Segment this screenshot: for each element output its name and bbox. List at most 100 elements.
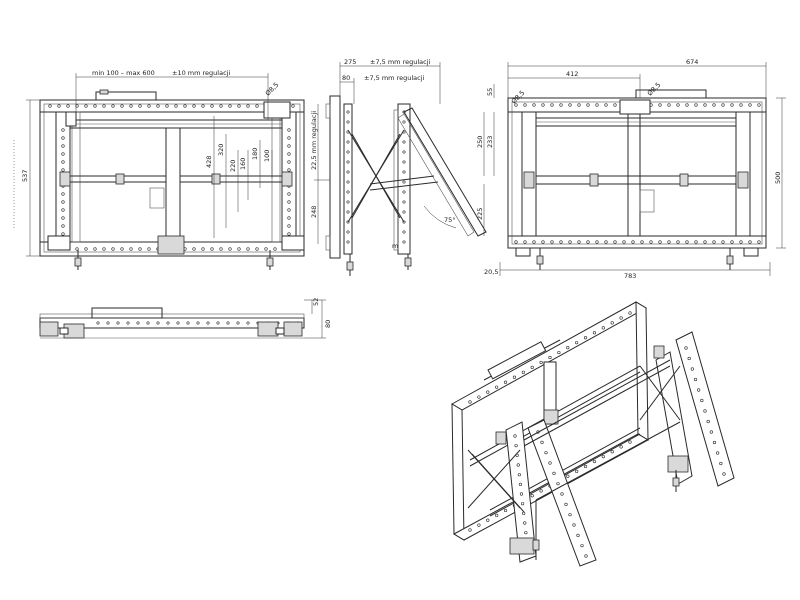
mounting-hole [521,370,525,374]
mounting-hole [237,247,241,251]
mounting-hole [287,128,291,132]
mounting-hole [93,104,97,108]
mounting-hole [236,321,240,325]
side-view: 75° m 275 ±7,5 mm regulacji 80 ±7,5 mm r… [310,58,487,276]
mounting-hole [346,230,350,234]
mounting-hole [228,104,232,108]
bottom-view: 52 80 [39,298,332,339]
mounting-hole [228,247,232,251]
mounting-hole [495,513,499,517]
mounting-hole [192,247,196,251]
mounting-hole [346,140,350,144]
mounting-hole [75,104,79,108]
mounting-hole [576,533,580,537]
mounting-hole [237,104,241,108]
mounting-hole [532,103,536,107]
mounting-hole [601,455,605,459]
mounting-hole [568,103,572,107]
isometric-view [450,301,735,567]
mounting-hole [126,321,130,325]
mounting-hole [287,152,291,156]
rear-dim-233: 233 [486,136,494,148]
mounting-hole [519,492,524,496]
mounting-hole [84,247,88,251]
mounting-hole [93,247,97,251]
rear-width-inner: 412 [566,70,578,78]
mounting-hole [61,224,65,228]
rear-offset-top: 55 [486,88,494,96]
mounting-hole [524,531,528,535]
mounting-hole [210,104,214,108]
mounting-hole [346,240,350,244]
mounting-hole [748,103,752,107]
mounting-hole [541,240,545,244]
mounting-hole [192,104,196,108]
mounting-hole [592,459,597,464]
mounting-hole [719,461,723,466]
mounting-hole [601,326,605,330]
mounting-hole [402,190,406,194]
mounting-hole [540,440,544,444]
mounting-hole [530,365,534,369]
mounting-hole [568,513,572,517]
mounting-hole [219,104,223,108]
mounting-hole [518,482,523,486]
mounting-hole [255,247,259,251]
mounting-hole [503,508,508,513]
rear-dia-right: Ø8,5 [646,81,663,98]
mounting-hole [640,240,644,244]
mounting-hole [684,346,688,350]
mounting-hole [667,240,671,244]
rear-dia-left: Ø8,5 [510,89,527,106]
mounting-hole [61,160,65,164]
front-width-label: min 100 – max 600 [92,69,155,77]
mounting-hole [548,355,552,360]
mounting-hole [111,104,115,108]
mounting-hole [690,367,694,371]
side-depth-min: 80 [342,74,350,82]
mounting-hole [287,160,291,164]
side-depth-min-adjust: ±7,5 mm regulacji [364,74,425,82]
mounting-hole [676,240,680,244]
mounting-hole [61,200,65,204]
mounting-hole [346,190,350,194]
mounting-hole [523,240,527,244]
mounting-hole [541,103,545,107]
front-dim-320: 320 [217,144,225,156]
mounting-hole [287,136,291,140]
mounting-hole [658,103,662,107]
mounting-hole [61,208,65,212]
mounting-hole [402,120,406,124]
mounting-hole [539,489,543,493]
mounting-hole [559,240,563,244]
mounting-hole [346,120,350,124]
mounting-hole [693,377,698,382]
mounting-hole [402,240,406,244]
front-height-label: 537 [21,170,29,182]
mounting-hole [604,103,608,107]
bottom-dim-80: 80 [324,320,332,328]
front-width-adjust: ±10 mm regulacji [172,69,230,77]
mounting-hole [560,492,564,496]
rear-dim-250: 250 [476,136,484,148]
mounting-hole [523,521,527,525]
mounting-hole [523,103,527,107]
mounting-hole [622,240,626,244]
mounting-hole [147,104,151,108]
side-depth-adjust: ±7,5 mm regulacji [370,58,431,66]
mounting-hole [486,390,490,394]
mounting-hole [136,321,140,325]
mounting-hole [61,136,65,140]
mounting-hole [721,103,725,107]
mounting-hole [138,247,142,251]
mounting-hole [210,247,214,251]
mounting-hole [739,103,743,107]
mounting-hole [102,247,106,251]
mounting-hole [61,128,65,132]
mounting-hole [628,440,632,444]
mounting-hole [700,398,704,403]
mounting-hole [739,240,743,244]
mounting-hole [176,321,180,325]
mounting-hole [572,523,576,527]
